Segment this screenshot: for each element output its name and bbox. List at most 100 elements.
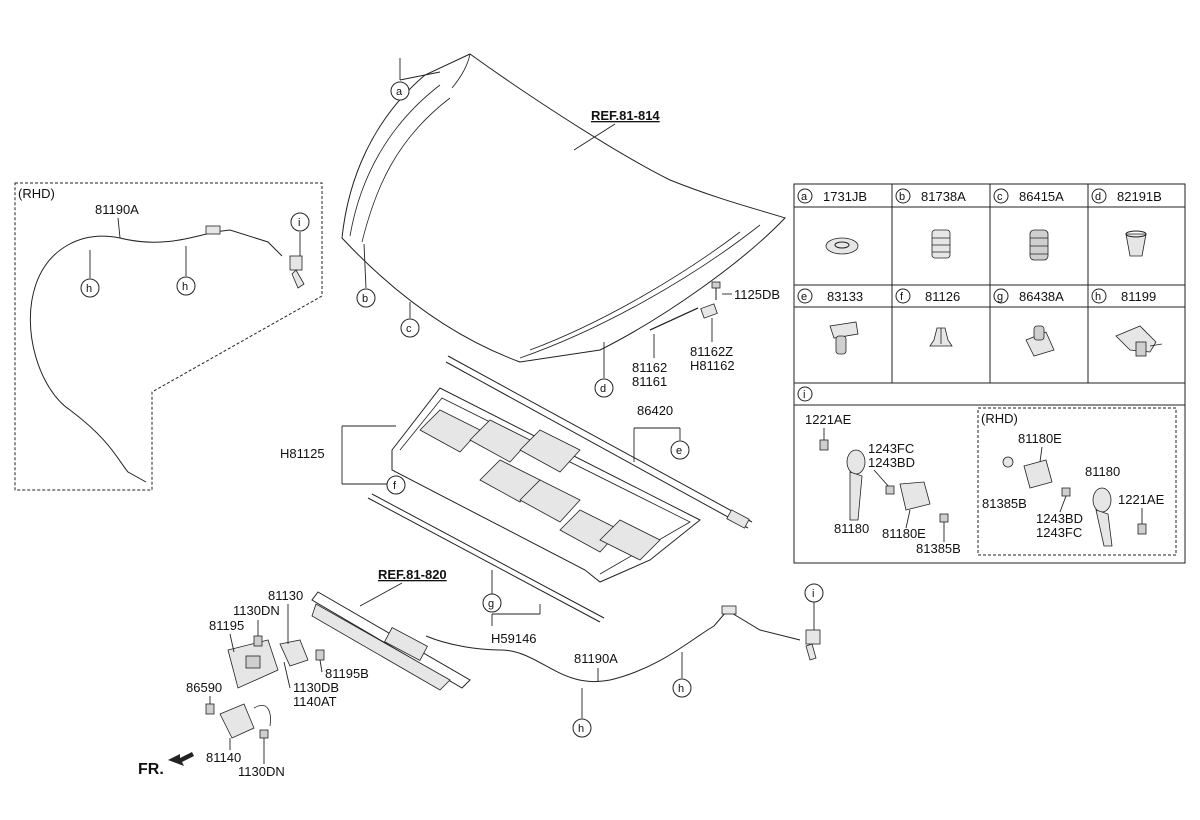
- table-i-rhd-release-handle: [1092, 487, 1113, 547]
- clip-81199-icon: [1115, 325, 1163, 357]
- table-i-rhd-1243fc[interactable]: 1243FC: [1036, 525, 1082, 540]
- hood-latch: [227, 639, 309, 689]
- part-h59146[interactable]: H59146: [491, 631, 537, 646]
- table-i-rhd-screw: [1137, 523, 1147, 535]
- callout-f-label: f: [393, 480, 397, 492]
- part-1140at[interactable]: 1140AT: [293, 694, 337, 709]
- table-cell-b-part[interactable]: 81738A: [921, 189, 966, 204]
- part-81130[interactable]: 81130: [268, 588, 303, 603]
- release-handle: [805, 629, 821, 661]
- table-cell-c-letter: c: [997, 191, 1003, 203]
- callout-i-rhd: [290, 212, 310, 232]
- part-h81125[interactable]: H81125: [280, 446, 325, 461]
- table-cell-e-part[interactable]: 83133: [827, 289, 863, 304]
- callout-h-2: [572, 718, 592, 738]
- callout-g-label: g: [488, 598, 494, 610]
- callout-d: [594, 378, 614, 398]
- table-cell-a-letter: a: [801, 191, 808, 203]
- table-cell-d-letter: d: [1095, 191, 1101, 203]
- table-i-1243fc[interactable]: 1243FC: [868, 441, 914, 456]
- table-cell-h-letter: h: [1095, 291, 1101, 303]
- callout-h-rhd-2: [176, 276, 196, 296]
- part-81162[interactable]: 81162: [632, 360, 667, 375]
- callout-d-label: d: [600, 383, 606, 395]
- clip-81126-icon: [929, 327, 953, 347]
- table-cell-e-letter: e: [801, 291, 807, 303]
- table-i-81180[interactable]: 81180: [834, 521, 869, 536]
- table-cell-g-letter-circle: [993, 288, 1009, 304]
- callout-i: [804, 583, 824, 603]
- part-81140[interactable]: 81140: [206, 750, 241, 765]
- bolt-86590: [205, 703, 215, 715]
- table-cell-f-letter: f: [900, 291, 904, 303]
- table-i-81180e[interactable]: 81180E: [882, 526, 926, 541]
- part-h81162[interactable]: H81162: [690, 358, 735, 373]
- table-cell-a-part[interactable]: 1731JB: [823, 189, 867, 204]
- part-86590[interactable]: 86590: [186, 680, 222, 695]
- part-1130dn-b[interactable]: 1130DN: [238, 764, 285, 779]
- callout-f: [386, 475, 406, 495]
- rhd-region-outline: [14, 182, 323, 491]
- part-1125db[interactable]: 1125DB: [734, 287, 780, 302]
- clip-83133-icon: [829, 321, 859, 355]
- ref-frame-label[interactable]: REF.81-820: [378, 567, 447, 582]
- table-i-rhd-label: (RHD): [981, 411, 1018, 426]
- table-i-rhd-81180[interactable]: 81180: [1085, 464, 1120, 479]
- table-cell-h-part[interactable]: 81199: [1121, 289, 1156, 304]
- part-81162z[interactable]: 81162Z: [690, 344, 733, 359]
- bumper-86415a-icon: [1029, 229, 1049, 261]
- callout-b-label: b: [362, 293, 368, 305]
- part-86420[interactable]: 86420: [637, 403, 673, 418]
- bumper-82191b-icon: [1125, 230, 1147, 257]
- part-81190a[interactable]: 81190A: [574, 651, 618, 666]
- part-81195b[interactable]: 81195B: [325, 666, 369, 681]
- callout-h-2-label: h: [578, 723, 584, 735]
- part-1130db[interactable]: 1130DB: [293, 680, 339, 695]
- table-cell-f-letter-circle: [895, 288, 911, 304]
- table-cell-d-part[interactable]: 82191B: [1117, 189, 1162, 204]
- table-cell-c-part[interactable]: 86415A: [1019, 189, 1064, 204]
- bolt-81195b: [315, 649, 325, 661]
- table-cell-i-letter-circle: [797, 386, 813, 402]
- front-direction-label: FR.: [138, 761, 164, 778]
- ref-hood-label[interactable]: REF.81-814: [591, 108, 660, 123]
- table-i-handle-bracket: [885, 481, 949, 523]
- table-cell-b-letter-circle: [895, 188, 911, 204]
- callout-h-rhd-1-label: h: [86, 283, 92, 295]
- table-i-rhd-outline: [977, 407, 1177, 556]
- hood-support-strut: [649, 281, 721, 331]
- hood-panel: [341, 53, 786, 363]
- part-81195[interactable]: 81195: [209, 618, 244, 633]
- callout-c: [400, 318, 420, 338]
- rhd-release-handle: [289, 255, 305, 289]
- front-frame: [311, 591, 471, 691]
- front-arrow-icon: [168, 752, 194, 766]
- table-i-rhd-81385b[interactable]: 81385B: [982, 496, 1027, 511]
- callout-a-label: a: [396, 86, 403, 98]
- table-i-rhd-handle-bracket: [1002, 456, 1071, 497]
- callout-h-1: [672, 678, 692, 698]
- callout-e: [670, 440, 690, 460]
- table-i-1221ae[interactable]: 1221AE: [805, 412, 852, 427]
- callout-g: [482, 593, 502, 613]
- table-i-rhd-1243bd[interactable]: 1243BD: [1036, 511, 1083, 526]
- part-81161[interactable]: 81161: [632, 374, 667, 389]
- lower-latch: [219, 703, 271, 739]
- part-1130dn-a[interactable]: 1130DN: [233, 603, 280, 618]
- part-81190a-rhd[interactable]: 81190A: [95, 202, 139, 217]
- hood-seal-strip: [367, 493, 605, 623]
- table-i-rhd-81180e[interactable]: 81180E: [1018, 431, 1062, 446]
- callout-b: [356, 288, 376, 308]
- parts-table: [793, 183, 1186, 564]
- table-cell-i-letter: i: [803, 389, 805, 401]
- callout-a: [390, 81, 410, 101]
- table-cell-g-part[interactable]: 86438A: [1019, 289, 1064, 304]
- bumper-81738a-icon: [931, 229, 951, 259]
- table-cell-f-part[interactable]: 81126: [925, 289, 960, 304]
- table-i-rhd-1221ae[interactable]: 1221AE: [1118, 492, 1165, 507]
- table-cell-e-letter-circle: [797, 288, 813, 304]
- rhd-label: (RHD): [18, 186, 55, 201]
- table-cell-g-letter: g: [997, 291, 1003, 303]
- table-i-1243bd[interactable]: 1243BD: [868, 455, 915, 470]
- table-i-81385b[interactable]: 81385B: [916, 541, 961, 556]
